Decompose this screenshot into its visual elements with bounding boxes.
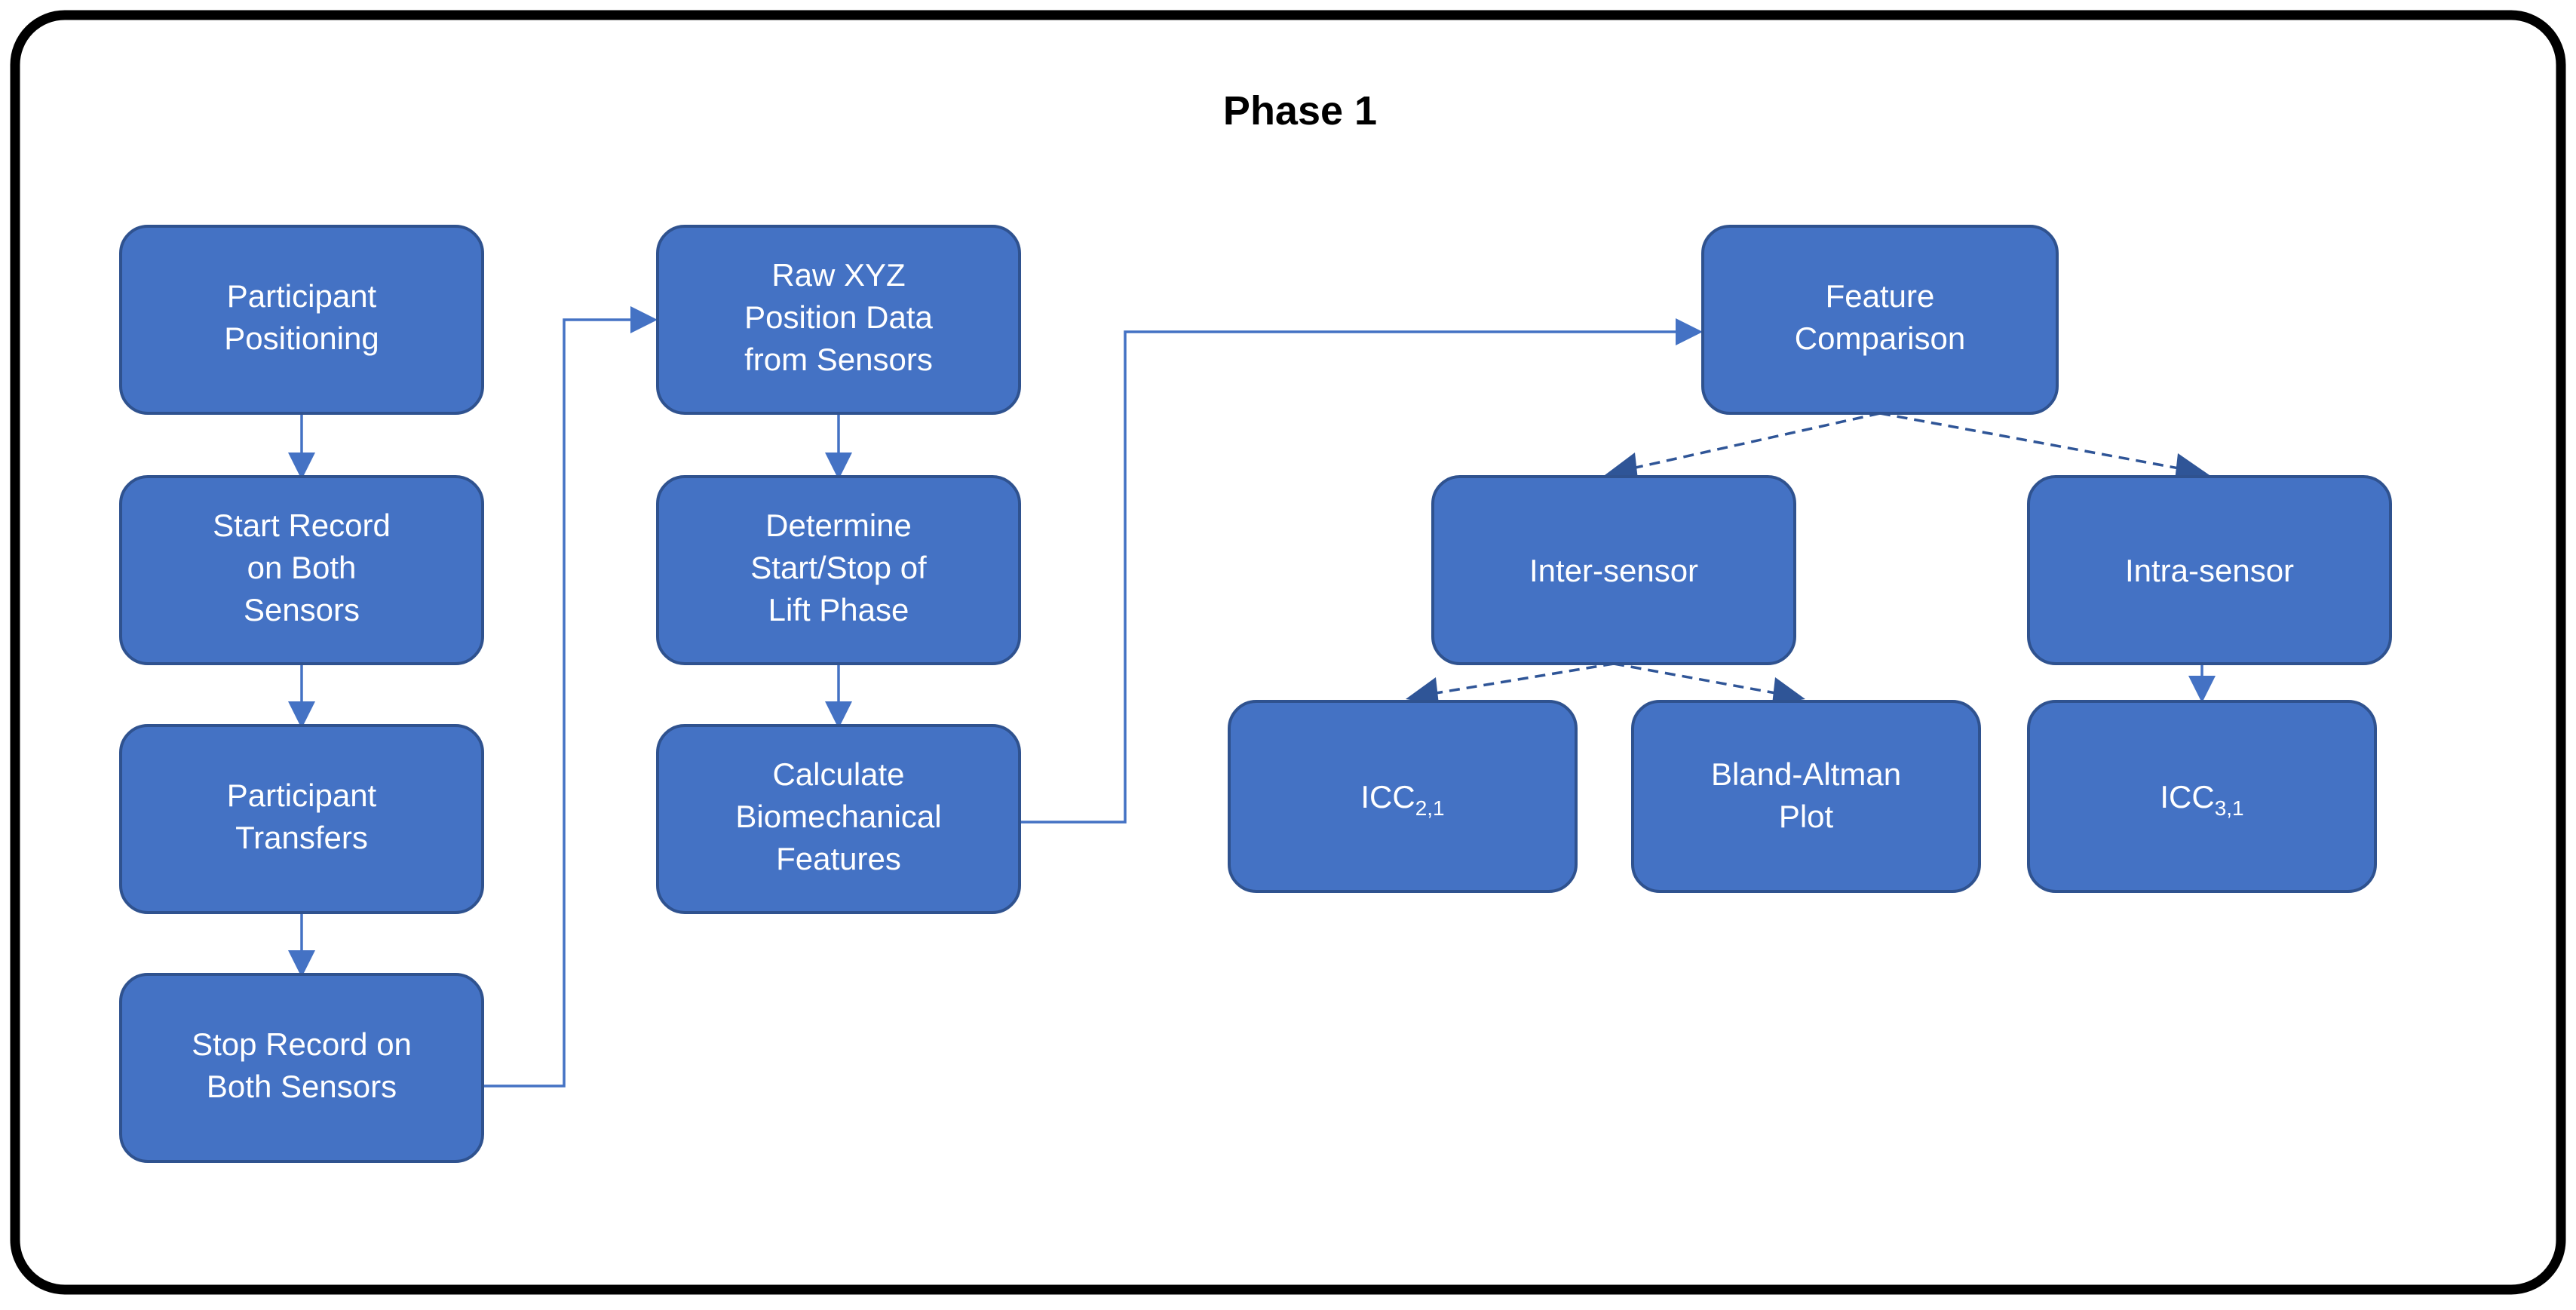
- node-start-record[interactable]: Start Record on Both Sensors: [119, 475, 484, 665]
- node-box[interactable]: [656, 225, 1021, 415]
- node-bland-altman-plot[interactable]: Bland-Altman Plot: [1631, 700, 1981, 893]
- icc-base: ICC: [1360, 779, 1415, 815]
- node-label-line: Features: [776, 841, 901, 876]
- node-box[interactable]: [1431, 475, 1796, 665]
- node-box[interactable]: [2027, 475, 2392, 665]
- icc-base: ICC: [2160, 779, 2214, 815]
- node-icc-3-1[interactable]: ICC3,1: [2027, 700, 2377, 893]
- edge-transfers-to-stop: [288, 913, 315, 977]
- node-box[interactable]: [1228, 700, 1578, 893]
- node-label-line: ICC2,1: [1360, 779, 1444, 820]
- node-label-line: from Sensors: [744, 342, 933, 377]
- node-box[interactable]: [2027, 700, 2377, 893]
- node-participant-transfers[interactable]: Participant Transfers: [119, 724, 484, 914]
- node-label-line: Participant: [227, 778, 377, 813]
- node-label-line: Intra-sensor: [2125, 553, 2294, 588]
- node-box[interactable]: [119, 475, 484, 665]
- node-label-line: Positioning: [224, 321, 379, 356]
- node-label-line: Start Record: [213, 508, 391, 543]
- node-label-line: Biomechanical: [735, 799, 941, 834]
- node-box[interactable]: [119, 225, 484, 415]
- node-inter-sensor[interactable]: Inter-sensor: [1431, 475, 1796, 665]
- edge-start-to-transfers: [288, 664, 315, 729]
- node-label-line: Inter-sensor: [1529, 553, 1698, 588]
- page-title: Phase 1: [1223, 88, 1377, 133]
- node-label-line: Plot: [1779, 799, 1834, 834]
- node-calculate-features[interactable]: Calculate Biomechanical Features: [656, 724, 1021, 914]
- node-label-line: ICC3,1: [2160, 779, 2243, 820]
- edge-intra-to-icc31: [2188, 664, 2216, 703]
- edge-calculate-to-feature-comp: [1020, 318, 1703, 824]
- node-determine-start-stop[interactable]: Determine Start/Stop of Lift Phase: [656, 475, 1021, 665]
- icc-subscript: 3,1: [2215, 796, 2244, 820]
- node-label-line: Bland-Altman: [1711, 756, 1901, 792]
- node-label-line: Calculate: [772, 756, 904, 792]
- node-label-line: Raw XYZ: [771, 257, 905, 293]
- node-label-line: Stop Record on: [192, 1026, 412, 1062]
- node-label-line: Position Data: [744, 299, 933, 335]
- node-label-line: Comparison: [1795, 321, 1965, 356]
- node-box[interactable]: [656, 475, 1021, 665]
- icc-subscript: 2,1: [1415, 796, 1445, 820]
- edge-raw-xyz-to-determine: [825, 413, 852, 480]
- edge-inter-to-icc21: [1406, 662, 1615, 704]
- edge-inter-to-bland-altman: [1613, 662, 1805, 704]
- node-label-line: Determine: [765, 508, 912, 543]
- node-icc-2-1[interactable]: ICC2,1: [1228, 700, 1578, 893]
- node-label-line: Feature: [1826, 278, 1935, 314]
- node-label-line: Sensors: [244, 592, 360, 627]
- node-stop-record[interactable]: Stop Record on Both Sensors: [119, 973, 484, 1163]
- node-feature-comparison[interactable]: Feature Comparison: [1701, 225, 2059, 415]
- node-box[interactable]: [1631, 700, 1981, 893]
- node-intra-sensor[interactable]: Intra-sensor: [2027, 475, 2392, 665]
- node-label-line: Start/Stop of: [750, 550, 927, 585]
- edge-feature-comp-to-inter: [1605, 412, 1881, 480]
- node-label-line: on Both: [247, 550, 357, 585]
- node-box[interactable]: [656, 724, 1021, 914]
- edge-determine-to-calculate: [825, 664, 852, 729]
- node-raw-xyz-position-data[interactable]: Raw XYZ Position Data from Sensors: [656, 225, 1021, 415]
- node-label-line: Both Sensors: [207, 1069, 397, 1104]
- node-box[interactable]: [1701, 225, 2059, 415]
- edge-stop-to-raw-xyz: [483, 306, 658, 1088]
- edge-positioning-to-start: [288, 413, 315, 480]
- node-label-line: Participant: [227, 278, 377, 314]
- node-box[interactable]: [119, 973, 484, 1163]
- edge-feature-comp-to-intra: [1879, 412, 2210, 480]
- node-label-line: Lift Phase: [768, 592, 909, 627]
- node-participant-positioning[interactable]: Participant Positioning: [119, 225, 484, 415]
- node-label-line: Transfers: [235, 820, 368, 855]
- node-box[interactable]: [119, 724, 484, 914]
